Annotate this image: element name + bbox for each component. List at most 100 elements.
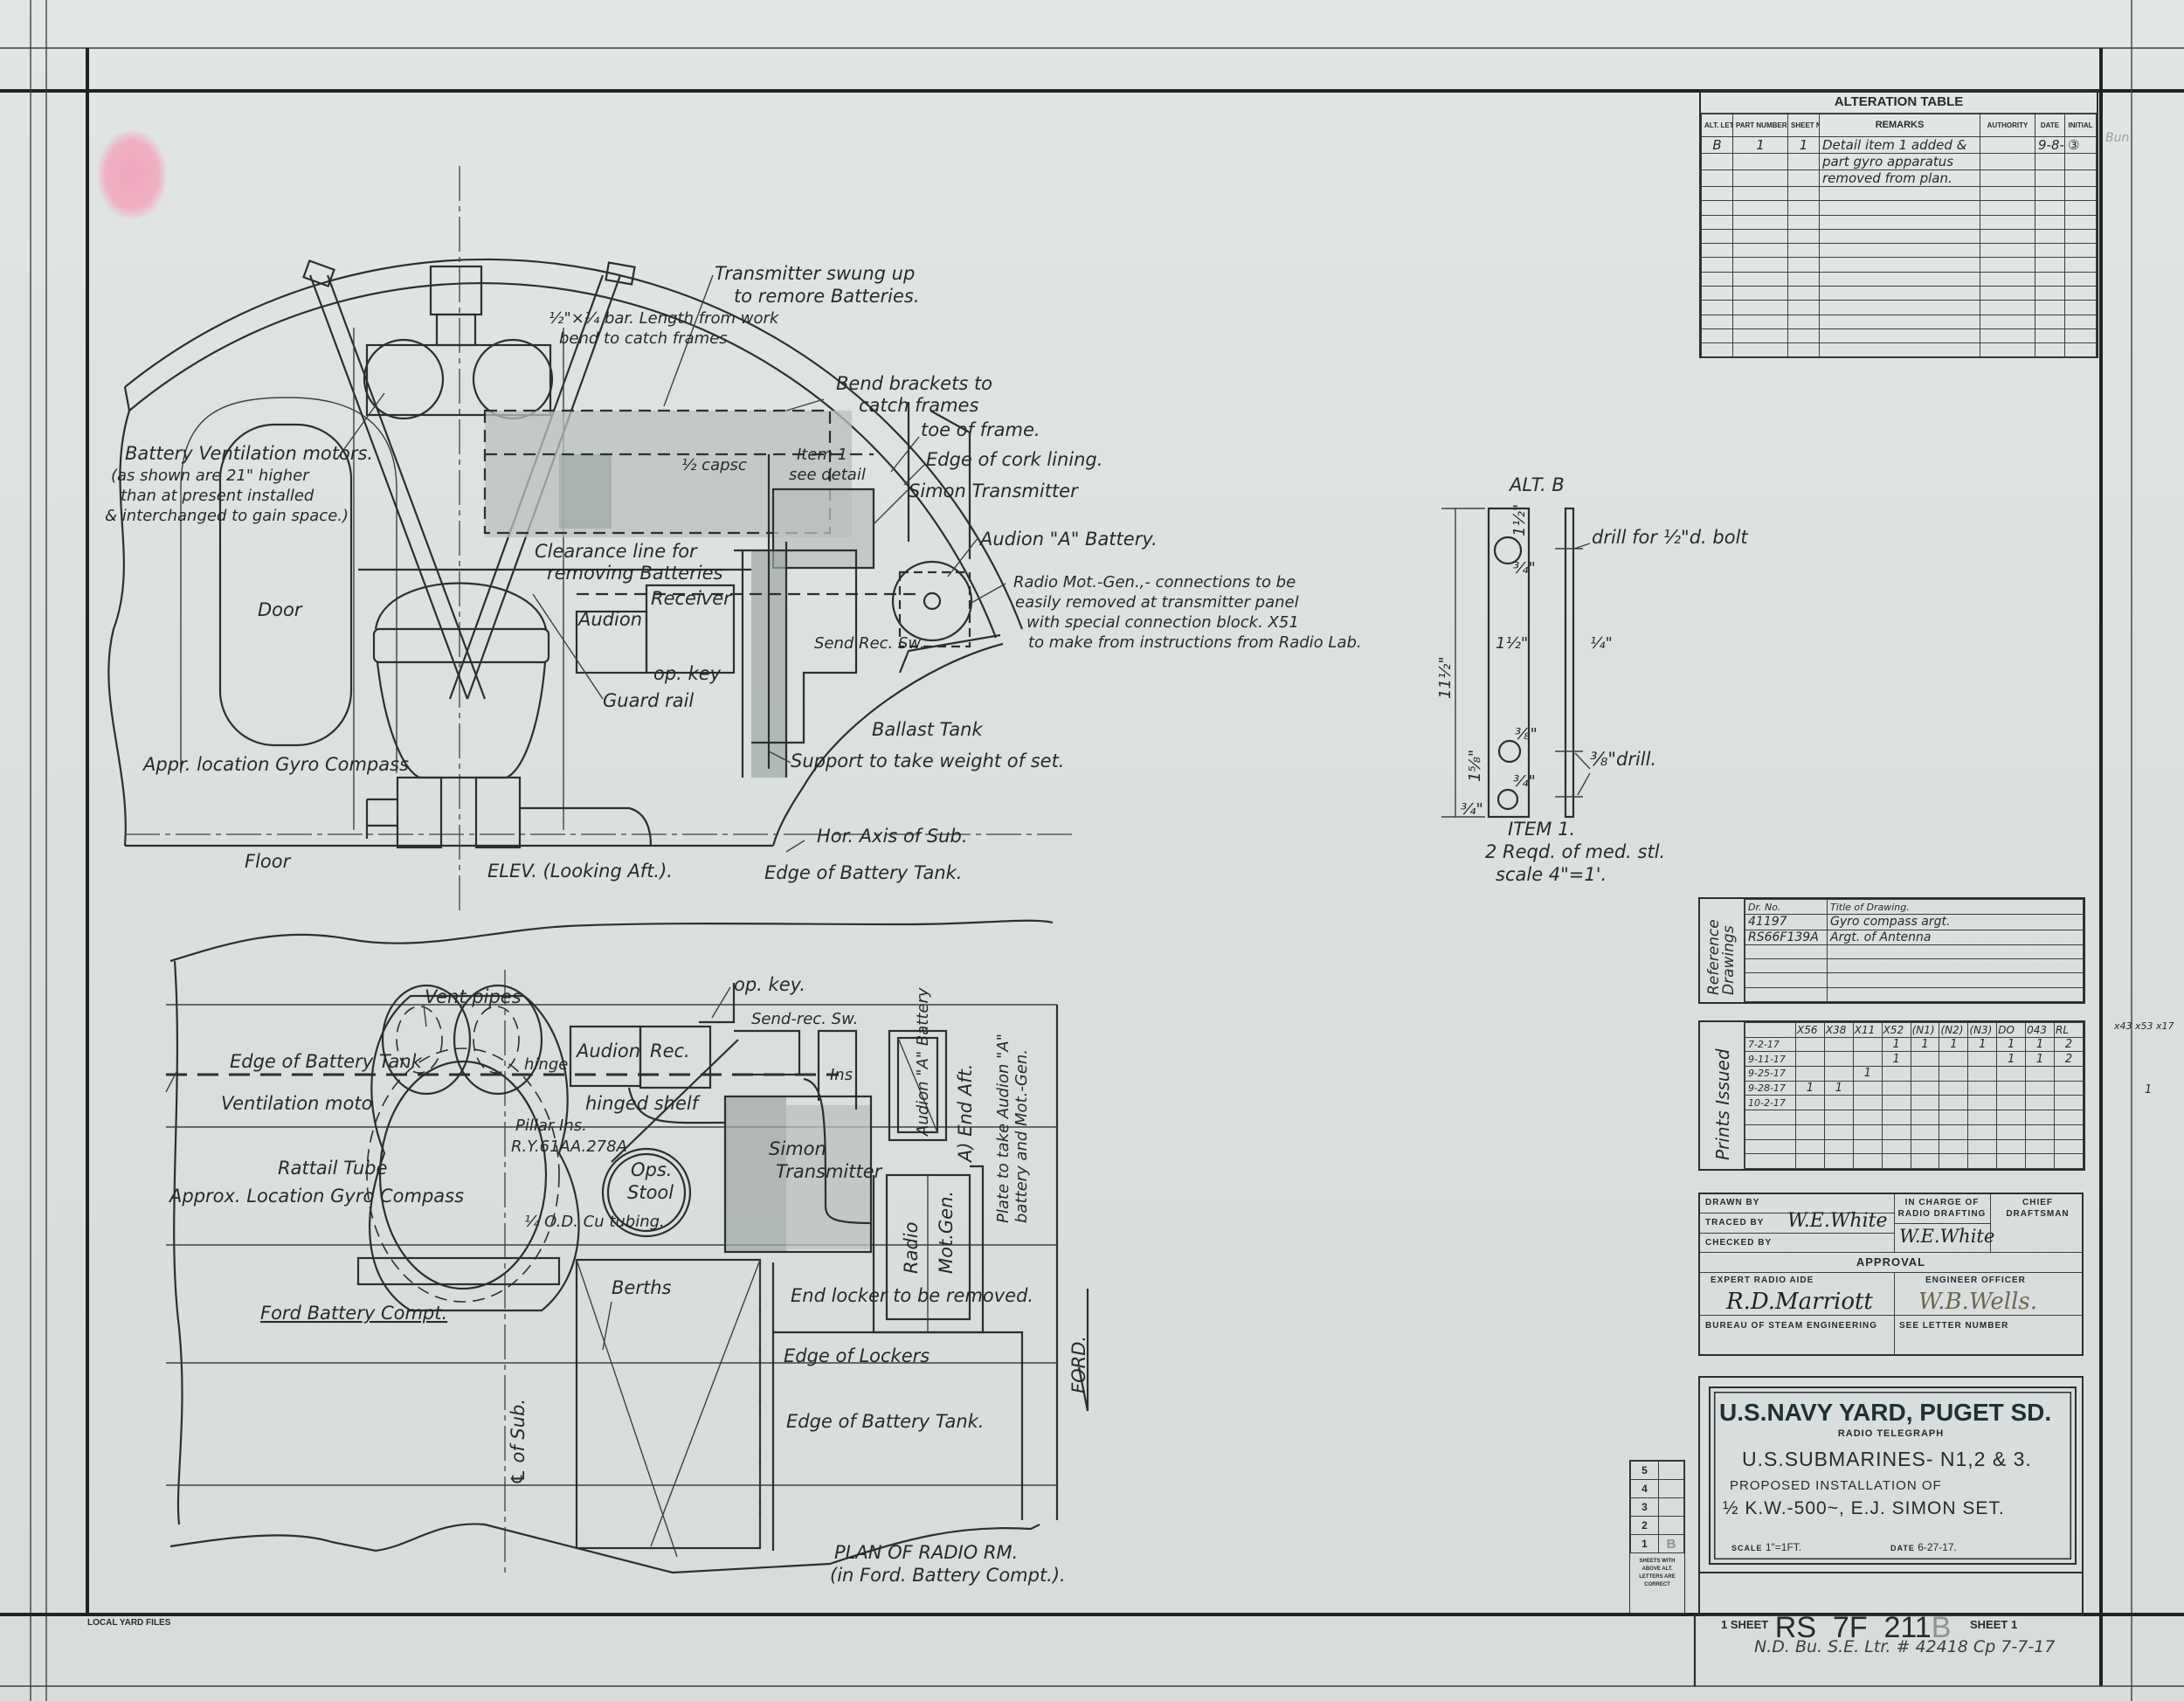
- cell-count: [1881, 1066, 1911, 1082]
- cell-alt: [1701, 342, 1733, 358]
- sheet-number-cell: 1: [1630, 1534, 1659, 1553]
- sheet-box-note: SHEETS WITH ABOVE ALT. LETTERS ARE CORRE…: [1639, 1559, 1676, 1587]
- sheet-number-cell: 5: [1630, 1461, 1659, 1480]
- cell-count: [1852, 1036, 1883, 1053]
- cell-count: [1795, 1036, 1825, 1053]
- sheet-row: 5: [1630, 1461, 1684, 1480]
- cell-initial: [2064, 228, 2097, 245]
- cell-count: 1: [1881, 1036, 1911, 1053]
- label: ¼": [1590, 634, 1613, 653]
- engineer-signature: W.B.Wells.: [1918, 1289, 2038, 1315]
- label: Receiver: [651, 588, 732, 609]
- cell-alt: [1701, 169, 1733, 187]
- label: Edge of Battery Tank.: [786, 1411, 984, 1432]
- cell-count: [2054, 1110, 2084, 1125]
- stamp-mark: [98, 131, 166, 218]
- label: 11½": [1436, 656, 1455, 699]
- cell-count: [1910, 1124, 1940, 1140]
- reference-drawings: Reference Drawings Dr. No.Title of Drawi…: [1698, 897, 2085, 1004]
- cell-alt: [1701, 153, 1733, 170]
- cell-title: Argt. of Antenna: [1827, 929, 2084, 945]
- cell-count: [1852, 1051, 1883, 1068]
- label: op. key: [653, 663, 722, 684]
- table-row: [1701, 342, 2097, 358]
- cell-count: [1996, 1138, 2027, 1155]
- cell-initial: [2064, 300, 2097, 315]
- col-print: X52: [1881, 1022, 1911, 1038]
- cell-sheet: 1: [1787, 136, 1820, 154]
- cell-date: [2035, 314, 2065, 329]
- cell-no: 41197: [1745, 914, 1828, 930]
- margin-note: 1: [2145, 1083, 2153, 1096]
- cell-initial: ③: [2064, 136, 2097, 154]
- cell-alt: [1701, 185, 1733, 202]
- cell-date: [1745, 1110, 1796, 1125]
- drawing-number: RS 7F 211: [1774, 1611, 1932, 1644]
- cell-authority: [1980, 257, 2035, 273]
- cell-remarks: [1819, 300, 1980, 315]
- cell-count: [1852, 1095, 1883, 1111]
- cell-remarks: [1819, 271, 1980, 287]
- label: R.Y.61AA.278A: [511, 1137, 627, 1156]
- label: hinge: [524, 1055, 568, 1074]
- scale-value: 1"=1FT.: [1765, 1541, 1802, 1553]
- cell-count: [1910, 1066, 1940, 1082]
- label: Simon: [769, 1138, 826, 1159]
- table-row: [1701, 271, 2097, 287]
- cell-date: [2035, 342, 2065, 358]
- label: Edge of Lockers: [784, 1345, 930, 1366]
- label: Radio: [901, 1222, 922, 1274]
- cell-date: [2035, 271, 2065, 287]
- cell-count: 2: [2054, 1051, 2084, 1068]
- cell-count: [1795, 1138, 1825, 1155]
- cell-no: [1745, 944, 1828, 960]
- cell-date: [1745, 1124, 1796, 1140]
- label: Item 1: [797, 446, 847, 464]
- cell-part: [1732, 257, 1788, 273]
- label: Mot.Gen.: [936, 1191, 957, 1274]
- cell-alt: [1701, 228, 1733, 245]
- cell-count: [1823, 1036, 1854, 1053]
- cell-title: [1827, 944, 2084, 960]
- cell-count: [1852, 1124, 1883, 1140]
- cell-count: [1967, 1110, 1998, 1125]
- label: Door: [258, 599, 303, 620]
- table-row: [1701, 300, 2097, 315]
- expert-radio-aide-label: EXPERT RADIO AIDE: [1711, 1276, 1814, 1285]
- cell-count: [1996, 1095, 2027, 1111]
- cell-remarks: [1819, 257, 1980, 273]
- label: 1½": [1496, 634, 1528, 653]
- label: Ventilation moto: [221, 1093, 372, 1114]
- cell-remarks: [1819, 185, 1980, 202]
- alt-letter: B: [1931, 1611, 1952, 1644]
- cell-alt: [1701, 286, 1733, 301]
- table-row: [1745, 972, 2084, 988]
- cell-part: [1732, 271, 1788, 287]
- label: Support to take weight of set.: [791, 750, 1064, 771]
- in-charge-label: IN CHARGE OF RADIO DRAFTING: [1897, 1198, 1987, 1219]
- col-print: 043: [2025, 1022, 2056, 1038]
- col-dr-no: Dr. No.: [1745, 898, 1828, 916]
- cell-count: [2025, 1153, 2056, 1169]
- label: Send Rec. Sw.: [814, 634, 925, 653]
- label: Send-rec. Sw.: [751, 1010, 858, 1028]
- cell-part: [1732, 228, 1788, 245]
- label: Ins: [830, 1066, 853, 1084]
- cell-authority: [1980, 136, 2035, 154]
- cell-date: [1745, 1153, 1796, 1169]
- table-row: part gyro apparatus: [1701, 153, 2097, 170]
- scale-label: SCALE: [1731, 1544, 1763, 1552]
- cell-remarks: removed from plan.: [1819, 169, 1980, 187]
- label: ¼ O.D. Cu tubing.: [524, 1213, 665, 1231]
- cell-date: 9-28-17: [1745, 1080, 1796, 1096]
- cell-count: [1823, 1124, 1854, 1140]
- col-title: Title of Drawing.: [1827, 898, 2084, 916]
- sheet-number-cell: 2: [1630, 1516, 1659, 1535]
- cell-count: 1: [1996, 1051, 2027, 1068]
- cell-no: [1745, 986, 1828, 1003]
- cell-sheet: [1787, 228, 1820, 245]
